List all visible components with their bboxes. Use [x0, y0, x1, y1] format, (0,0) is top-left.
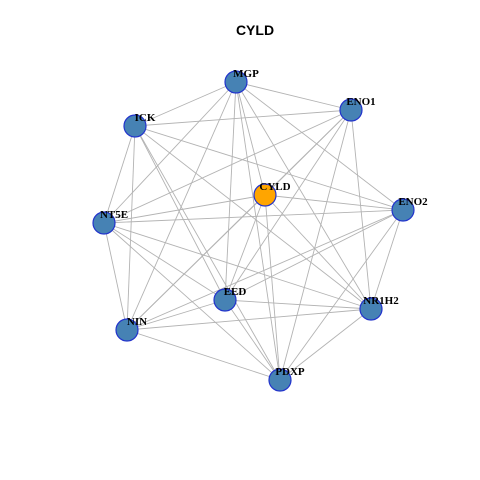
edge-nt5e-pdxp: [103, 222, 281, 381]
edge-mgp-nr1h2: [235, 81, 372, 310]
edge-cyld-nt5e: [103, 194, 266, 224]
node-label-eno1: ENO1: [346, 96, 375, 108]
node-eno1: ENO1: [339, 96, 376, 122]
edge-nt5e-eed: [103, 222, 226, 301]
node-nin: NIN: [115, 316, 147, 342]
edge-ick-nin: [126, 125, 136, 331]
node-label-ick: ICK: [135, 112, 156, 124]
edge-mgp-nin: [126, 81, 237, 331]
edge-cyld-nin: [126, 194, 266, 331]
node-cyld: CYLD: [253, 181, 291, 207]
edge-eed-nr1h2: [224, 299, 372, 310]
edge-ick-eed: [134, 125, 226, 301]
node-circle-eed: [213, 288, 237, 312]
edge-eno2-nin: [126, 209, 404, 331]
edge-eno1-pdxp: [279, 109, 352, 381]
edge-ick-nr1h2: [134, 125, 372, 310]
node-label-nr1h2: NR1H2: [363, 295, 399, 307]
edge-nt5e-nin: [103, 222, 128, 331]
node-pdxp: PDXP: [268, 366, 305, 392]
edge-ick-eno2: [134, 125, 404, 211]
edge-mgp-nt5e: [103, 81, 237, 224]
node-circle-nr1h2: [359, 297, 383, 321]
edge-mgp-ick: [134, 81, 237, 127]
node-circle-eno1: [339, 98, 363, 122]
graph-title: CYLD: [236, 22, 274, 38]
edge-nr1h2-pdxp: [279, 308, 372, 381]
node-label-pdxp: PDXP: [275, 366, 305, 378]
node-label-eed: EED: [224, 286, 247, 298]
edge-eno1-ick: [134, 109, 352, 127]
node-eed: EED: [213, 286, 247, 312]
edge-mgp-eed: [224, 81, 237, 301]
edge-cyld-eed: [224, 194, 266, 301]
node-label-nt5e: NT5E: [100, 209, 128, 221]
node-circle-cyld: [253, 183, 277, 207]
edge-cyld-pdxp: [264, 194, 281, 381]
edge-mgp-eno1: [235, 81, 352, 111]
edge-cyld-nr1h2: [264, 194, 372, 310]
edge-eed-nin: [126, 299, 226, 331]
edge-mgp-pdxp: [235, 81, 281, 381]
node-label-nin: NIN: [127, 316, 147, 328]
node-circle-nin: [115, 318, 139, 342]
edge-cyld-eno2: [264, 194, 404, 211]
edge-eno2-nr1h2: [370, 209, 404, 310]
node-circle-ick: [123, 114, 147, 138]
edge-nt5e-nr1h2: [103, 222, 372, 310]
node-eno2: ENO2: [391, 196, 428, 222]
node-circle-mgp: [224, 70, 248, 94]
edge-eno2-eed: [224, 209, 404, 301]
edge-eno1-nt5e: [103, 109, 352, 224]
edge-nr1h2-nin: [126, 308, 372, 331]
edge-mgp-eno2: [235, 81, 404, 211]
node-mgp: MGP: [224, 68, 259, 94]
node-ick: ICK: [123, 112, 156, 138]
edge-eno2-pdxp: [279, 209, 404, 381]
edge-mgp-cyld: [235, 81, 266, 196]
edge-layer: [103, 81, 404, 381]
edge-eed-pdxp: [224, 299, 281, 381]
edge-eno1-nr1h2: [350, 109, 372, 310]
node-label-mgp: MGP: [233, 68, 259, 80]
node-circle-nt5e: [92, 211, 116, 235]
node-label-cyld: CYLD: [259, 181, 290, 193]
edge-nin-pdxp: [126, 329, 281, 381]
edge-eno2-nt5e: [103, 209, 404, 224]
edge-ick-pdxp: [134, 125, 281, 381]
node-circle-eno2: [391, 198, 415, 222]
node-nt5e: NT5E: [92, 209, 128, 235]
edge-ick-nt5e: [103, 125, 136, 224]
node-circle-pdxp: [268, 368, 292, 392]
node-label-eno2: ENO2: [398, 196, 428, 208]
node-nr1h2: NR1H2: [359, 295, 399, 321]
